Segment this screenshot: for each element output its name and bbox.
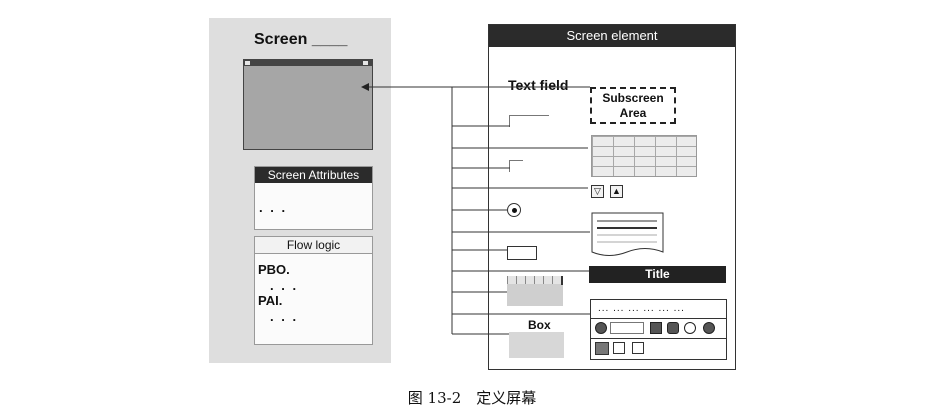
table-control-element [591,135,697,177]
figure-caption: 图 13-2 定义屏幕 [407,389,537,407]
settings-icon [595,342,609,355]
toolbar-button [632,342,644,354]
box-element [509,332,564,358]
toolbar-divider [591,338,726,339]
pai-keyword: PAI. [258,293,283,308]
subscreen-label-line2: Area [619,106,647,120]
subscreen-label-line1: Subscreen [602,91,664,105]
text-field-label: Text field [508,77,569,93]
pbo-keyword: PBO. [258,262,290,277]
screen-window-preview [243,59,373,150]
toolbar-divider [591,318,726,319]
box-label: Box [528,318,551,332]
screen-window-titlebar [244,60,372,66]
list-document-icon [591,212,664,256]
print-icon: ▲ [610,185,623,198]
screen-title: Screen ____ [254,31,348,48]
checkbox-element [509,160,523,172]
exit-icon [684,322,696,334]
pai-dots: . . . [270,309,299,324]
enter-icon [595,322,607,334]
command-field [610,322,644,334]
flow-logic-box [254,236,373,345]
save-icon [650,322,662,334]
menu-bar-placeholder: ... ... ... ... ... ... [598,303,685,314]
title-element: Title [589,266,726,283]
screen-attributes-title: Screen Attributes [255,167,372,183]
tabstrip-cursor [561,276,563,285]
radio-button-dot [512,208,517,213]
pushbutton-element [507,246,537,260]
back-icon [667,322,679,334]
input-field-element [509,115,549,127]
filter-icon: ▽ [591,185,604,198]
cancel-icon [703,322,715,334]
screen-attributes-content: . . . [259,200,288,215]
toolbar-button [613,342,625,354]
screen-element-title: Screen element [489,25,735,47]
flow-logic-title: Flow logic [255,237,372,254]
pbo-dots: . . . [270,278,299,293]
window-handle-icon [245,61,250,65]
subscreen-area-element: Subscreen Area [590,87,676,124]
window-handle-icon [363,61,368,65]
tabstrip-tabs [507,276,563,284]
